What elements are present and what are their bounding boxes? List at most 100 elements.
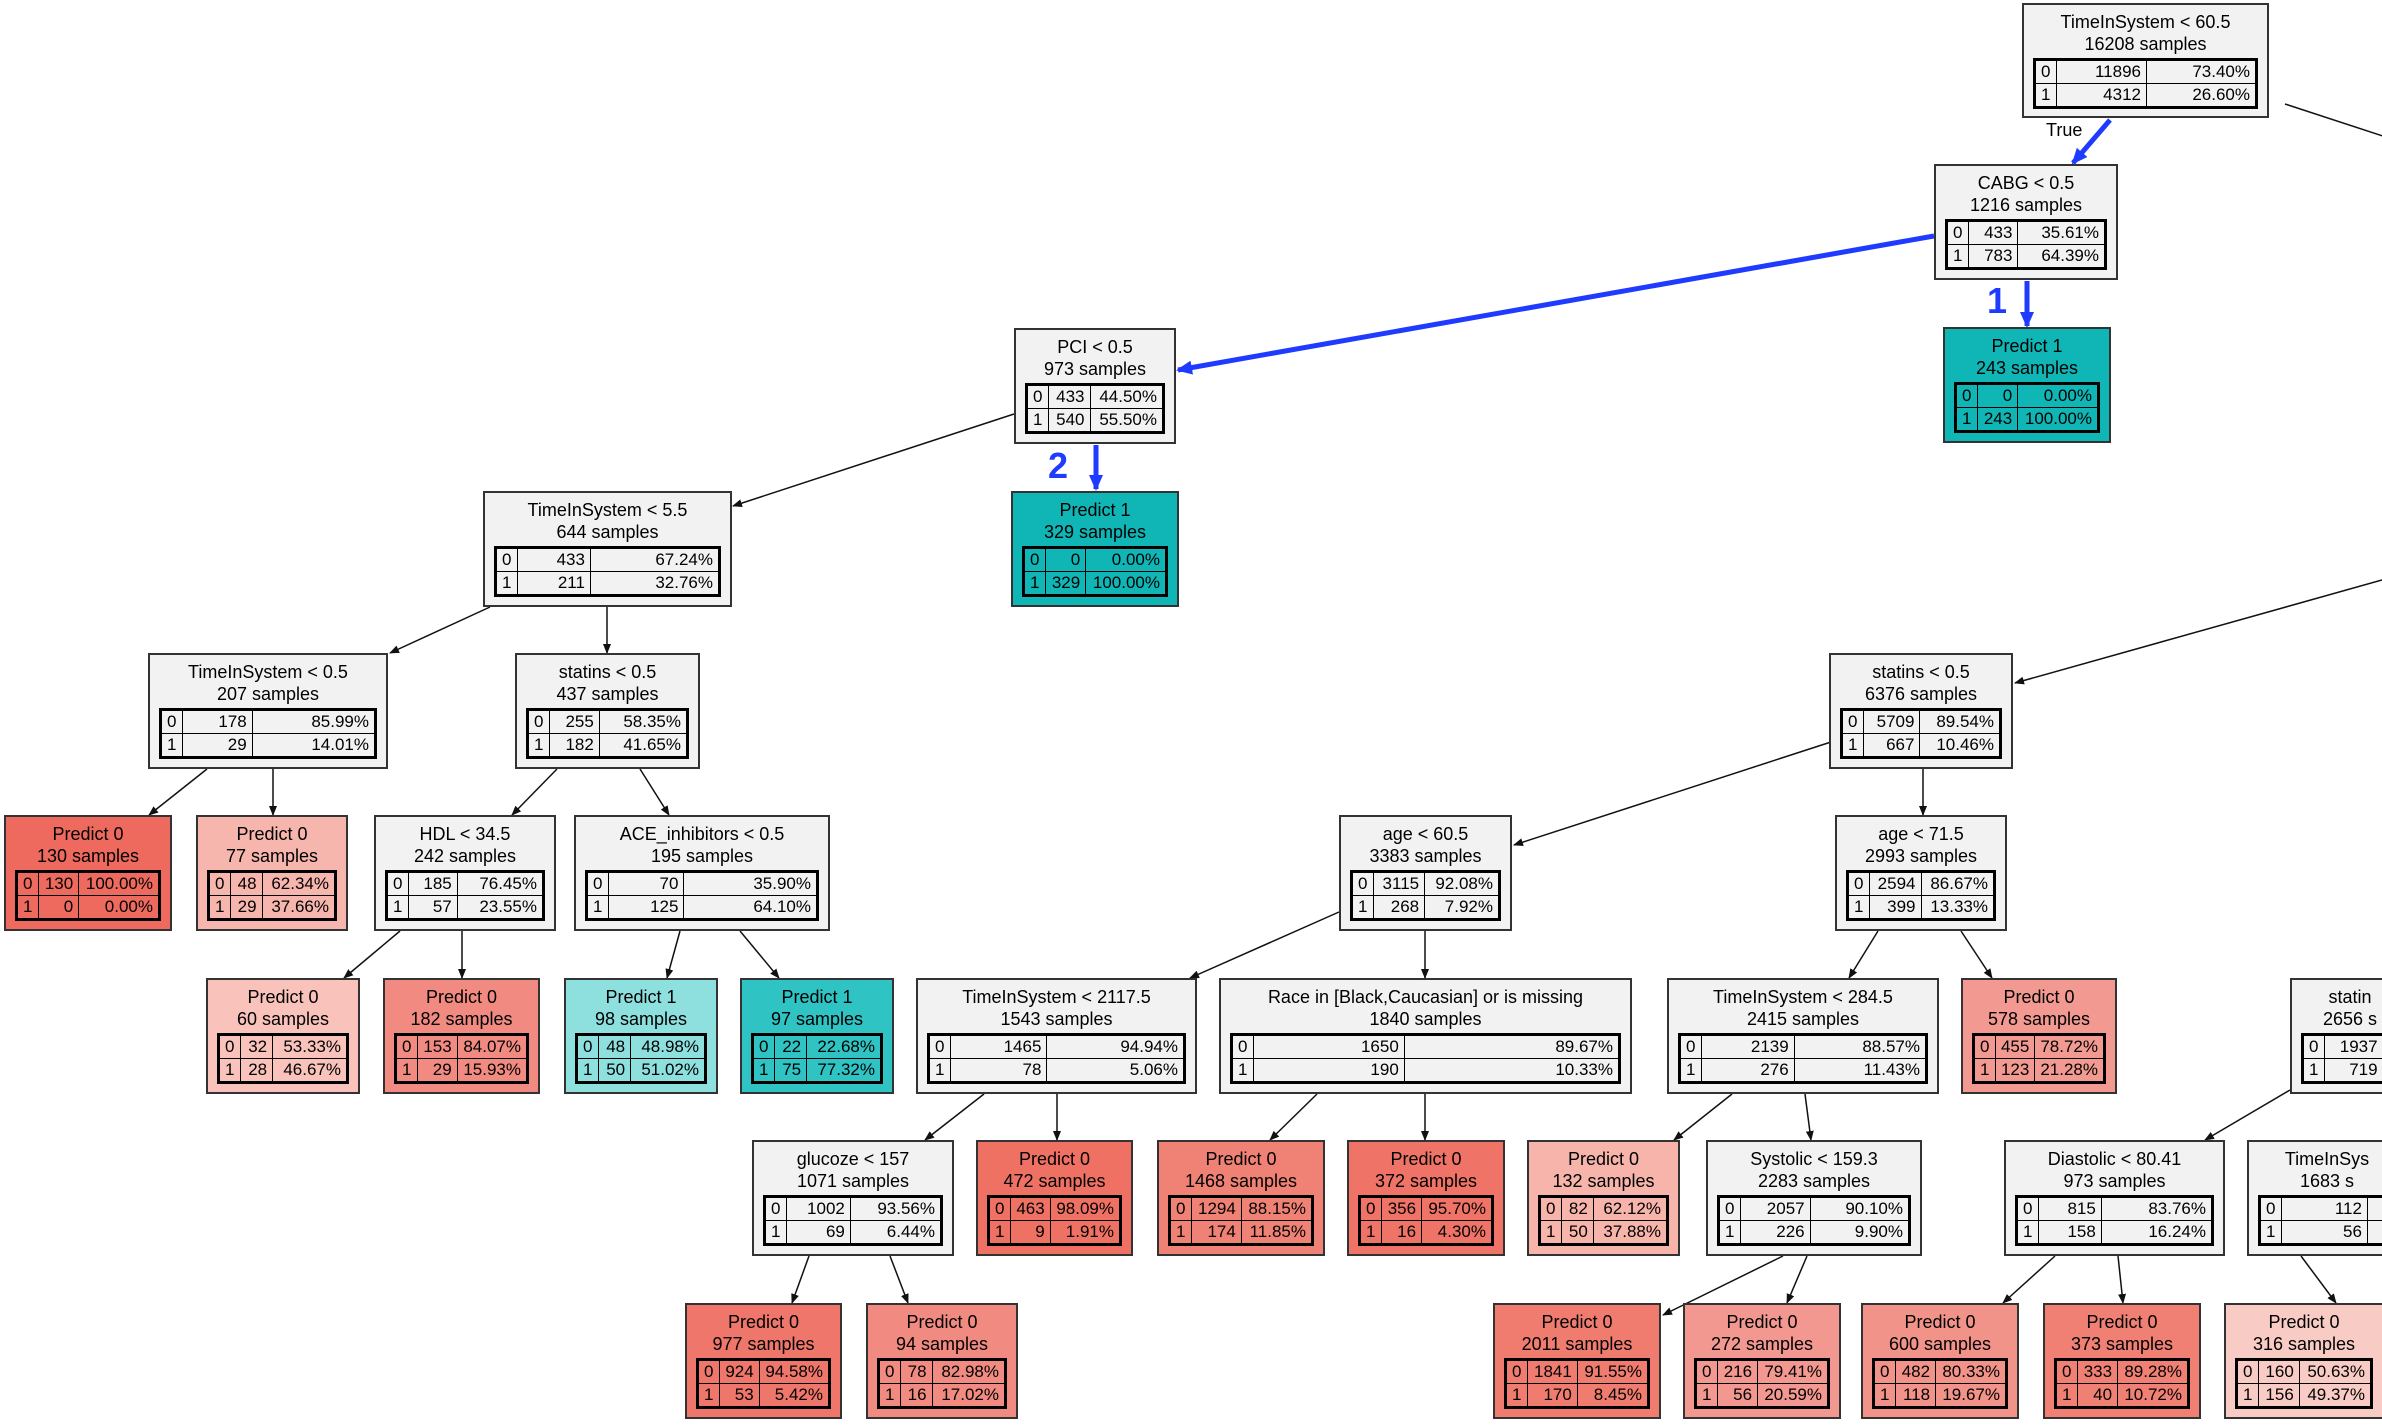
class-count: 40 [2076,1383,2119,1408]
class-label: 0 [1169,1196,1192,1221]
class-count: 9 [1010,1220,1051,1245]
node-sample-count: 6376 samples [1864,684,1978,704]
node-sample-count: 2993 samples [1864,846,1978,866]
highlighted-path-edge [1176,233,1935,375]
class-label: 0 [1679,1034,1702,1059]
class-label: 1 [1847,895,1870,920]
tree-edge [343,930,401,979]
class-label: 0 [395,1034,418,1059]
tree-edge [732,413,1015,508]
tree-edge [1960,930,1993,979]
class-label: 0 [1231,1034,1254,1059]
class-percent: 21.28% [2034,1058,2105,1083]
class-label: 0 [1023,547,1046,572]
class-count: 1841 [1527,1359,1578,1384]
class-percent: 58.35% [598,709,689,734]
class-count: 160 [2258,1359,2300,1384]
class-label: 0 [2016,1196,2039,1221]
class-percent: 7.92% [1424,895,1500,920]
tree-edge [791,1255,810,1304]
class-percent: 79.41% [1757,1359,1829,1384]
node-sample-count: 195 samples [650,846,754,866]
class-label: 1 [1873,1383,1896,1408]
class-count: 667 [1862,733,1921,758]
class-label: 1 [1231,1058,1254,1083]
class-percent: 4.30% [1421,1220,1493,1245]
class-label: 0 [527,709,550,734]
node-sample-count: 2011 samples [1521,1334,1633,1354]
class-count: 5709 [1862,709,1921,734]
class-count: 178 [182,709,253,734]
class-count: 1294 [1191,1196,1242,1221]
tree-edge [1513,741,1832,847]
node-title: age < 60.5 [1382,824,1469,844]
tree-edge [2204,1089,2291,1141]
node-sample-count: 182 samples [410,1009,513,1029]
node-sample-count: 472 samples [1003,1171,1106,1191]
tree-edge [2300,1255,2337,1304]
class-label: 0 [2259,1196,2282,1221]
node-sample-count: 1468 samples [1184,1171,1298,1191]
class-count: 118 [1894,1383,1937,1408]
node-title: TimeInSystem < 5.5 [527,500,688,520]
class-count: 2139 [1701,1034,1795,1059]
class-label: 0 [1718,1196,1741,1221]
node-sample-count: 132 samples [1552,1171,1655,1191]
node-sample-count: 578 samples [1987,1009,2091,1029]
node-title: statin [2328,987,2372,1007]
class-label: 0 [1351,871,1374,896]
class-percent: 1.91% [1049,1220,1122,1245]
class-label: 0 [208,871,231,896]
node-title: Predict 0 [1567,1149,1640,1169]
class-percent: 77.32% [806,1058,882,1083]
node-title: ACE_inhibitors < 0.5 [619,824,785,844]
class-count: 540 [1048,408,1091,433]
class-percent: 0.00% [2017,383,2099,408]
class-count: 70 [607,871,685,896]
class-label: 1 [1679,1058,1702,1083]
node-title: TimeInSystem < 2117.5 [962,987,1151,1007]
class-count: 243 [1976,407,2019,432]
node-title: Predict 0 [1541,1312,1613,1332]
node-sample-count: 437 samples [556,684,659,704]
tree-edge [2284,103,2382,137]
class-label: 0 [988,1196,1011,1221]
node-sample-count: 1071 samples [796,1171,910,1191]
class-count: 1650 [1253,1034,1405,1059]
node-title: Diastolic < 80.41 [2047,1149,2182,1169]
class-count: 16 [900,1383,933,1408]
class-count: 123 [1994,1058,2036,1083]
class-count: 50 [1561,1220,1594,1245]
class-count: 268 [1372,895,1426,920]
node-sample-count: 1543 samples [1000,1009,1113,1029]
class-percent: 5.42% [758,1383,831,1408]
